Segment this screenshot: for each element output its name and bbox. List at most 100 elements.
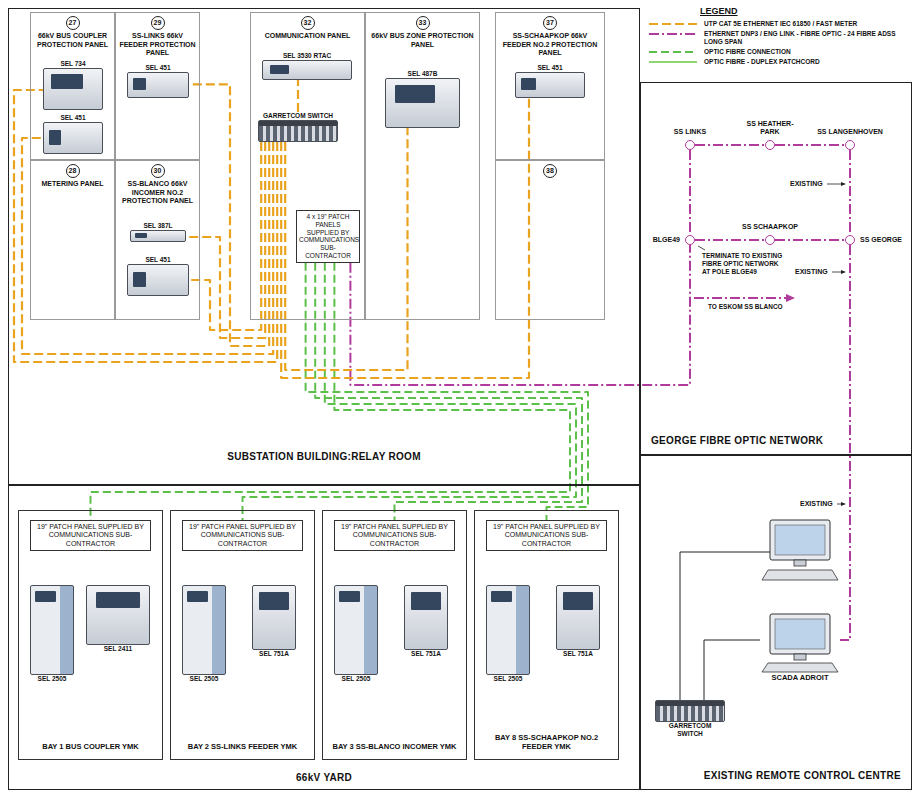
device-label: SEL 451 (43, 114, 103, 122)
zone-frame: SUBSTATION BUILDING:RELAY ROOM2766kV BUS… (8, 8, 640, 485)
device: SEL 2505 (30, 585, 74, 683)
device-screen (259, 121, 337, 126)
device-label: GARRETCOM SWITCH (258, 112, 338, 120)
device: SEL 451 (127, 256, 189, 296)
patch-panel-box: 19" PATCH PANEL SUPPLIED BY COMMUNICATIO… (334, 520, 455, 551)
device-label: SEL 451 (127, 256, 189, 264)
device-face (334, 585, 378, 675)
legend-row: OPTIC FIBRE CONNECTION (648, 48, 910, 56)
device: GARRETCOM SWITCH (258, 112, 338, 142)
device-face (86, 585, 150, 645)
legend-line (649, 61, 697, 63)
device-face (486, 585, 530, 675)
device-screen (563, 592, 592, 610)
device-face (43, 122, 103, 154)
panel-number: 30 (151, 164, 165, 178)
device-screen (133, 78, 146, 90)
panel-title: SS-LINKS 66kV FEEDER PROTECTION PANEL (119, 32, 196, 58)
monitor (770, 614, 830, 654)
panel-number: 32 (301, 16, 315, 30)
network-cable (704, 640, 760, 700)
ethernet-cable (297, 80, 299, 112)
device-face (130, 230, 186, 242)
protection-panel: 30SS-BLANCO 66kV INCOMER NO.2 PROTECTION… (115, 160, 200, 320)
device-screen (135, 233, 147, 238)
keyboard (762, 663, 838, 672)
protection-panel: 38 (495, 160, 605, 320)
workstation-drawing (762, 520, 838, 580)
patch-panel-label: 4 x 19" PATCH PANELS SUPPLIED BY COMMUNI… (299, 213, 357, 260)
zone-frame: 66kV YARDBAY 1 BUS COUPLER YMK19" PATCH … (8, 485, 640, 790)
device-label: SEL 2505 (30, 675, 74, 683)
fibre-link (775, 239, 845, 241)
zone-label: EXISTING REMOTE CONTROL CENTRE (704, 770, 901, 781)
arrow-head (786, 294, 795, 302)
substation-node: SS HEATHER-PARK (765, 140, 775, 150)
arrow-head (841, 182, 846, 186)
yard-bay: BAY 1 BUS COUPLER YMK19" PATCH PANEL SUP… (18, 510, 163, 760)
device-screen (35, 591, 56, 602)
legend-sample (648, 30, 698, 38)
device-label: SEL 451 (515, 64, 585, 72)
legend-text: UTP CAT 5E ETHERNET IEC 61850 / FAST MET… (704, 20, 910, 28)
device: SEL 2505 (334, 585, 378, 683)
fibre-link (849, 150, 851, 235)
device-face (30, 585, 74, 675)
ethernet-cable (22, 138, 273, 354)
device-label: SEL 2411 (86, 645, 150, 653)
leader-line (827, 184, 842, 185)
ethernet-cable (186, 142, 265, 338)
device: SEL 2505 (182, 585, 226, 683)
legend-text: ETHERNET DNP3 / ENG LINK - FIBRE OPTIC -… (704, 30, 910, 46)
note-label: EXISTING (800, 500, 833, 508)
device-screen (411, 592, 440, 610)
device-screen (339, 591, 360, 602)
device-screen (259, 592, 288, 610)
patch-panel-label: 19" PATCH PANEL SUPPLIED BY COMMUNICATIO… (337, 523, 452, 548)
device: SEL 387L (130, 222, 186, 242)
device-face (556, 585, 600, 650)
fibre-link (775, 144, 845, 146)
screen (775, 619, 825, 649)
legend-line (649, 51, 697, 53)
panel-title: SS-SCHAAPKOP 66kV FEEDER NO.2 PROTECTION… (499, 32, 601, 58)
substation-label: SS HEATHER-PARK (744, 120, 796, 136)
patch-panel-box: 19" PATCH PANEL SUPPLIED BY COMMUNICATIO… (486, 520, 607, 551)
yard-bay: BAY 3 SS-BLANCO INCOMER YMK19" PATCH PAN… (322, 510, 467, 760)
workstation-label: SCADA ADROIT (760, 674, 840, 682)
panel-number: 29 (151, 16, 165, 30)
substation-node: BLGE49 (685, 235, 695, 245)
device-screen (133, 272, 146, 287)
ethernet-cable (285, 128, 407, 370)
zone-frame: EXISTING REMOTE CONTROL CENTREGARRETCOM … (640, 455, 912, 790)
arrow-head (841, 502, 846, 506)
legend-sample (648, 20, 698, 28)
device-screen (187, 591, 208, 602)
protection-panel: 2766kV BUS COUPLER PROTECTION PANELSEL 7… (30, 12, 115, 160)
fibre-link (689, 150, 691, 235)
legend-title: LEGEND (700, 6, 738, 16)
substation-label: SS SCHAAPKOP (742, 223, 798, 231)
protection-panel: 28METERING PANEL (30, 160, 115, 320)
note-label: TERMINATE TO EXISTING FIBRE OPTIC NETWOR… (702, 252, 786, 276)
device-face (127, 72, 189, 98)
patch-panel-box: 19" PATCH PANEL SUPPLIED BY COMMUNICATIO… (182, 520, 303, 551)
fibre-link (840, 245, 850, 640)
substation-node: SS LINKS (685, 140, 695, 150)
substation-node: SS GEORGE (845, 235, 855, 245)
stand (794, 654, 806, 660)
device: SEL 751A (404, 585, 448, 658)
device-label: SEL 2505 (486, 675, 530, 683)
legend-box: UTP CAT 5E ETHERNET IEC 61850 / FAST MET… (648, 20, 910, 68)
device-face (385, 78, 460, 128)
device-face (258, 120, 338, 142)
bay-label: BAY 8 SS-SCHAAPKOP NO.2 FEEDER YMK (481, 733, 612, 751)
device: SEL 451 (515, 64, 585, 98)
patch-panel-label: 19" PATCH PANEL SUPPLIED BY COMMUNICATIO… (33, 523, 148, 548)
device-label: SEL 3530 RTAC (262, 52, 352, 60)
ethernet-cable (14, 90, 277, 362)
device-screen (395, 85, 435, 103)
patch-panel-box: 19" PATCH PANEL SUPPLIED BY COMMUNICATIO… (30, 520, 151, 551)
substation-label: SS LINKS (674, 128, 706, 136)
device-screen (51, 74, 83, 89)
